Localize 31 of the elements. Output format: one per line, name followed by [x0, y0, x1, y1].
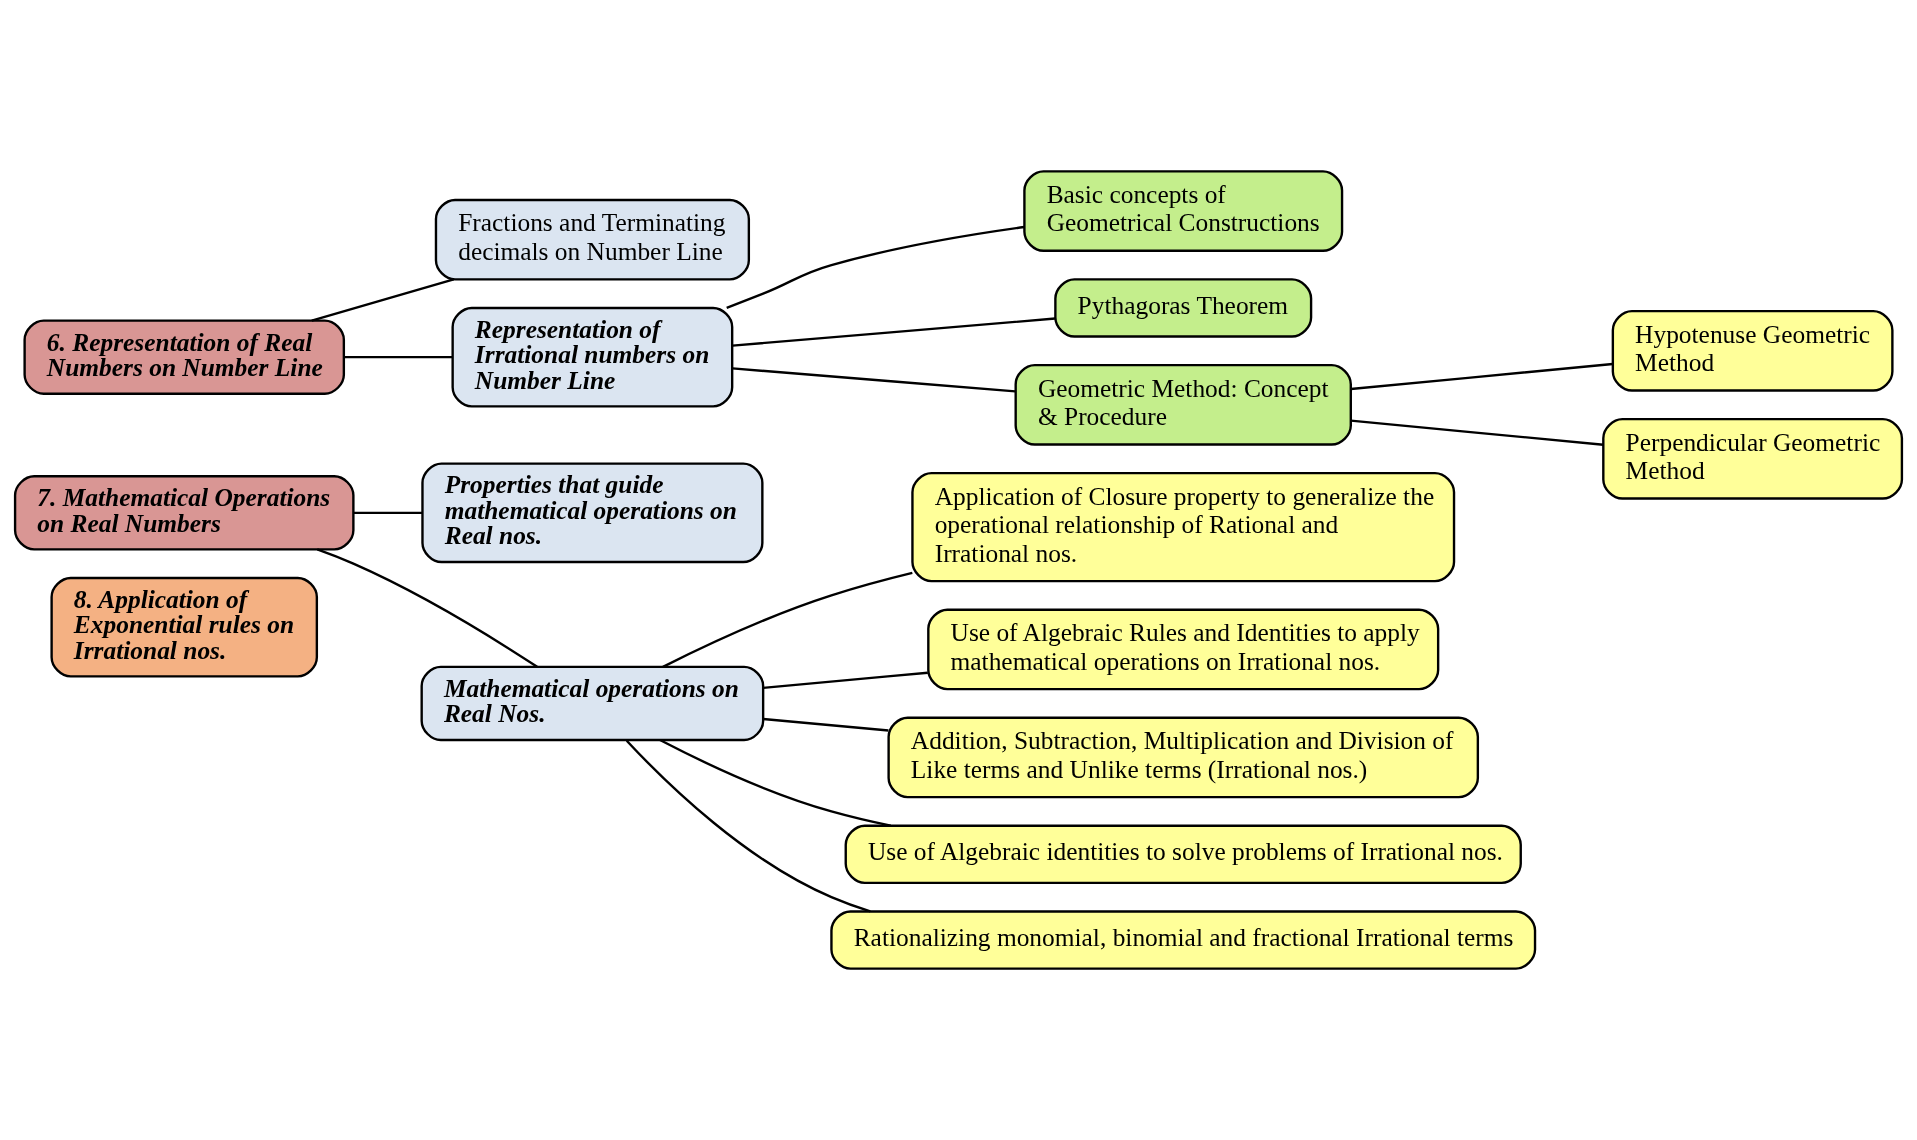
node-box: 8. Application of Exponential rules on Irrational nos. — [50, 576, 319, 678]
node-box: Hypotenuse Geometric Method — [1611, 309, 1894, 392]
node-box: Pythagoras Theorem — [1054, 278, 1313, 338]
connector — [662, 571, 913, 668]
node-box: Perpendicular Geometric Method — [1602, 417, 1904, 500]
node-box: Addition, Subtraction, Multiplication and Division of Like terms and Unlike terms (Irrational nos.) — [887, 716, 1480, 799]
node-box: Rationalizing monomial, binomial and fractional Irrational terms — [830, 910, 1537, 970]
connector — [726, 225, 1025, 309]
connector — [732, 367, 1016, 393]
node-box: Use of Algebraic Rules and Identities to apply mathematical operations on Irrational nos. — [927, 608, 1440, 691]
node-box: Representation of Irrational numbers on Number Line — [451, 306, 734, 408]
connector — [344, 356, 453, 359]
node-box: Fractions and Terminating decimals on Number Line — [434, 198, 751, 281]
connector — [1350, 362, 1613, 391]
connector — [763, 717, 889, 732]
node-box: Application of Closure property to generalize the operational relationship of Rational and Irrational nos. — [911, 471, 1456, 583]
connector — [625, 739, 871, 913]
connector — [763, 671, 928, 690]
node-box: Properties that guide mathematical operations on Real nos. — [421, 462, 764, 564]
node-box: 7. Mathematical Operations on Real Numbers — [13, 475, 355, 551]
node-box: Geometric Method: Concept & Procedure — [1014, 363, 1352, 446]
node-box: Use of Algebraic identities to solve problems of Irrational nos. — [844, 824, 1522, 885]
connector — [311, 278, 455, 322]
node-box: Mathematical operations on Real Nos. — [420, 665, 765, 742]
connector — [353, 511, 422, 514]
connector — [732, 317, 1056, 347]
node-box: Basic concepts of Geometrical Constructions — [1023, 170, 1344, 252]
node-box: 6. Representation of Real Numbers on Number Line — [23, 319, 346, 395]
connector — [316, 548, 538, 668]
connector — [1350, 419, 1604, 446]
connector — [659, 739, 891, 827]
